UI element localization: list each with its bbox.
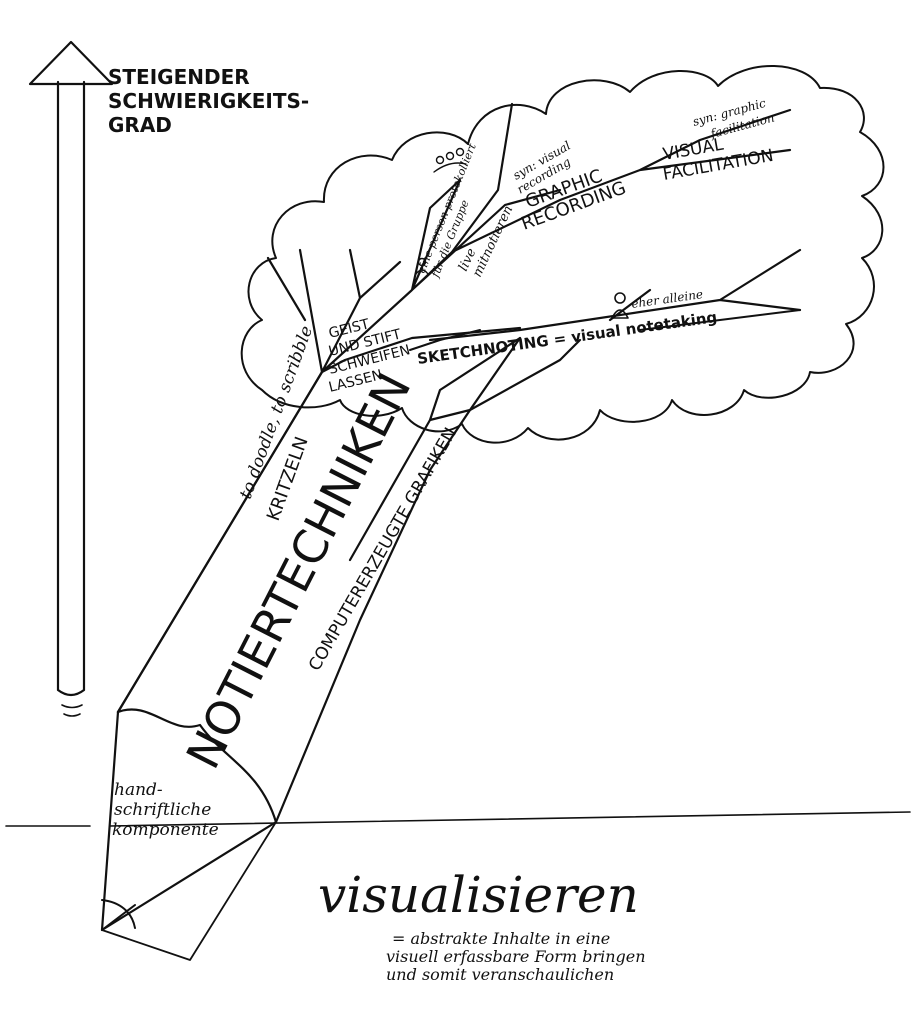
branch-doodle: to doodle, to scribble: [236, 323, 317, 501]
footer-title: visualisieren: [318, 866, 639, 924]
trunk-label: NOTIERTECHNIKEN: [176, 364, 422, 777]
tree-crown-cloud: [240, 65, 885, 444]
tip-label-line1: hand-: [114, 780, 163, 800]
pencil-trunk: [100, 102, 802, 961]
axis-label-line1: STEIGENDER: [108, 65, 250, 89]
tip-label-line2: schriftliche: [114, 800, 211, 820]
axis-label-line3: GRAD: [108, 113, 172, 137]
footer-definition-line3: und somit veranschaulichen: [386, 965, 614, 984]
difficulty-arrow: [28, 40, 114, 717]
tip-label-line3: komponente: [112, 820, 219, 840]
branch-sketchnoting: SKETCHNOTING = visual notetaking: [416, 308, 718, 368]
single-person-icon: [415, 257, 429, 275]
baseline: [5, 811, 911, 827]
axis-label-line2: SCHWIERIGKEITS-: [108, 89, 309, 113]
person-icon: [611, 292, 629, 319]
group-icon: [433, 147, 467, 173]
footer-definition-line1: = abstrakte Inhalte in eine: [392, 929, 610, 948]
footer-definition-line2: visuell erfassbare Form bringen: [386, 947, 646, 966]
